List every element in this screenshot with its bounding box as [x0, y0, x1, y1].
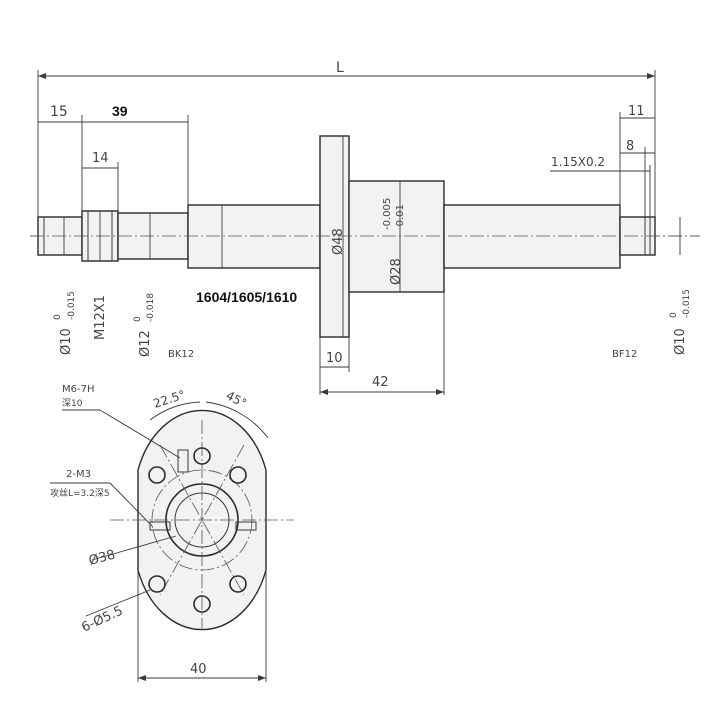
bolt-hole: [229, 575, 247, 593]
phi12-label: Ø12: [138, 330, 153, 357]
screw-shaft-left: [187, 204, 321, 269]
model-label: 1604/1605/1610: [196, 289, 297, 305]
rotated-labels: Ø10 0 -0.015 M12X1 Ø12 0 -0.018 Ø48 Ø28 …: [53, 198, 692, 357]
bolt-hole: [148, 466, 166, 484]
dim-15-label: 15: [50, 104, 68, 120]
m3-hole-right: [235, 521, 257, 531]
bf12-label: BF12: [612, 349, 637, 360]
m3-depth-label: 攻丝L=3.2深5: [50, 487, 110, 499]
dim-14-label: 14: [92, 151, 109, 166]
svg-text:0: 0: [133, 316, 143, 322]
dim-42-label: 42: [372, 375, 389, 390]
shaft-side-view: [30, 135, 700, 338]
bolt-hole: [148, 575, 166, 593]
bolt-hole: [193, 447, 211, 465]
m6-depth-label: 深10: [62, 398, 83, 409]
svg-text:0: 0: [53, 314, 63, 320]
svg-text:-0.015: -0.015: [682, 289, 692, 318]
dim-39-label: 39: [112, 103, 128, 119]
screw-shaft-right: [443, 204, 621, 269]
m6-label: M6-7H: [62, 384, 94, 395]
holes-label: 6-Ø5.5: [79, 603, 125, 635]
m12-label: M12X1: [93, 295, 108, 340]
svg-text:-0.005: -0.005: [382, 198, 393, 230]
svg-text:-0.018: -0.018: [146, 293, 156, 322]
m3-hole-left: [149, 521, 171, 531]
phi38-label: Ø38: [87, 547, 117, 568]
phi28-label: Ø28: [389, 258, 404, 285]
dim-11-label: 11: [628, 104, 645, 119]
dim-10-label: 10: [326, 351, 343, 366]
dim-8-label: 8: [626, 139, 634, 154]
dimensions: L 15 39 14 11 8 1.15X0.2 10 42: [37, 60, 681, 395]
phi10-right-label: Ø10: [673, 328, 688, 355]
svg-text:0: 0: [669, 312, 679, 318]
phi48-label: Ø48: [331, 228, 346, 255]
angle-22-label: 22.5°: [152, 387, 187, 410]
nut-body: [348, 180, 445, 293]
m3-label: 2-M3: [66, 469, 91, 480]
flange-width-label: 40: [190, 662, 207, 677]
svg-text:-0.015: -0.015: [67, 291, 77, 320]
bk12-label: BK12: [168, 349, 194, 360]
flange-front-view: 40 22.5° 45° M6-7H 深10 2-M3 攻丝L=3.2深5 Ø3…: [50, 384, 294, 682]
m6-tapped-hole: [177, 449, 189, 473]
svg-text:-0.01: -0.01: [395, 204, 406, 230]
dim-groove-label: 1.15X0.2: [551, 155, 605, 169]
dim-L-label: L: [336, 60, 344, 76]
bolt-hole: [193, 595, 211, 613]
bolt-hole: [229, 466, 247, 484]
phi10-left-label: Ø10: [59, 328, 74, 355]
